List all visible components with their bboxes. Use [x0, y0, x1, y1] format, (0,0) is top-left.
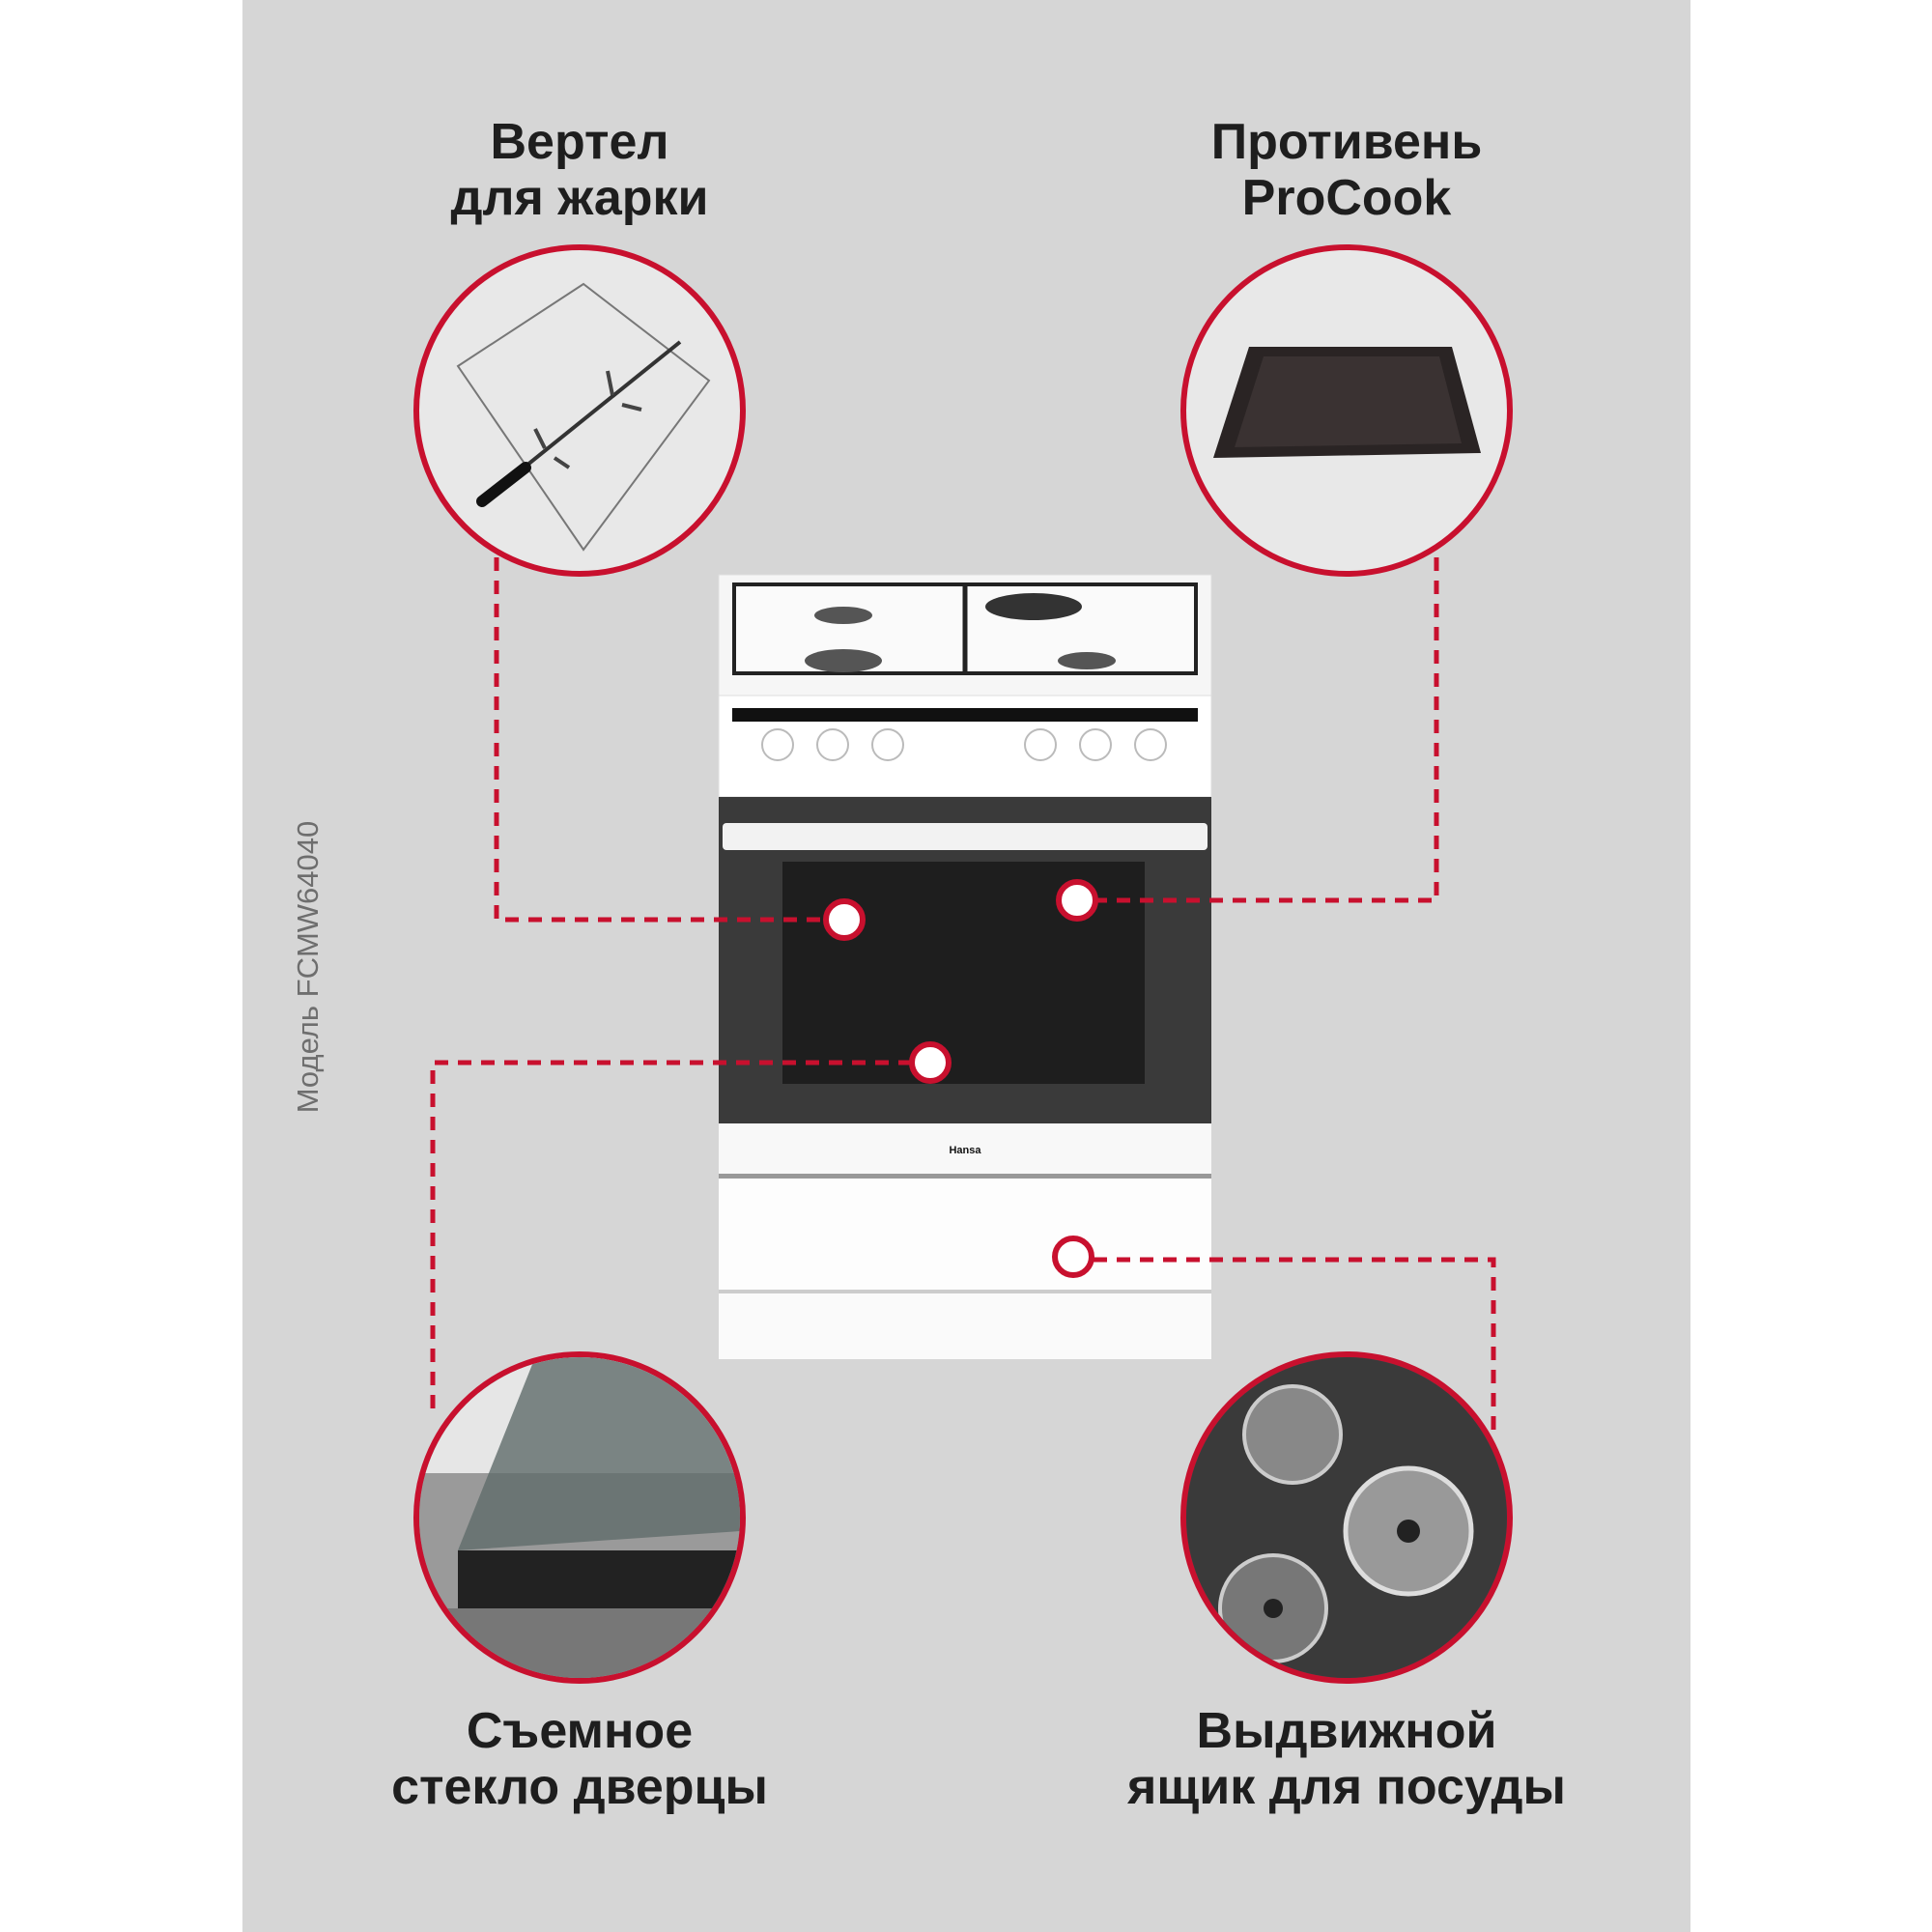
feature-title-glass: Съемное стекло дверцы — [290, 1703, 869, 1815]
title-line: Вертел — [490, 114, 669, 170]
connector-drawer — [1094, 1257, 1496, 1430]
removable-door-glass-icon — [413, 1351, 746, 1684]
hotspot-spit[interactable] — [823, 898, 866, 941]
rotisserie-spit-icon — [413, 244, 746, 577]
connector-spit — [494, 557, 826, 923]
feature-title-tray: Противень ProCook — [1057, 114, 1636, 226]
title-line: стекло дверцы — [391, 1759, 768, 1815]
hotspot-tray[interactable] — [1056, 879, 1098, 922]
title-line: Противень — [1210, 114, 1483, 170]
title-line: Съемное — [466, 1703, 694, 1759]
feature-title-spit: Вертел для жарки — [290, 114, 869, 226]
title-line: Выдвижной — [1196, 1703, 1497, 1759]
title-line: ящик для посуды — [1127, 1759, 1566, 1815]
title-line: для жарки — [450, 170, 709, 226]
feature-title-drawer: Выдвижной ящик для посуды — [1057, 1703, 1636, 1815]
connector-tray — [1096, 557, 1439, 903]
title-line: ProCook — [1241, 170, 1452, 226]
hotspot-glass[interactable] — [909, 1041, 952, 1084]
brand-logo: Hansa — [949, 1145, 981, 1156]
storage-drawer-icon — [1180, 1351, 1513, 1684]
baking-tray-icon — [1180, 244, 1513, 577]
hotspot-drawer[interactable] — [1052, 1236, 1094, 1278]
connector-glass — [430, 1060, 912, 1417]
